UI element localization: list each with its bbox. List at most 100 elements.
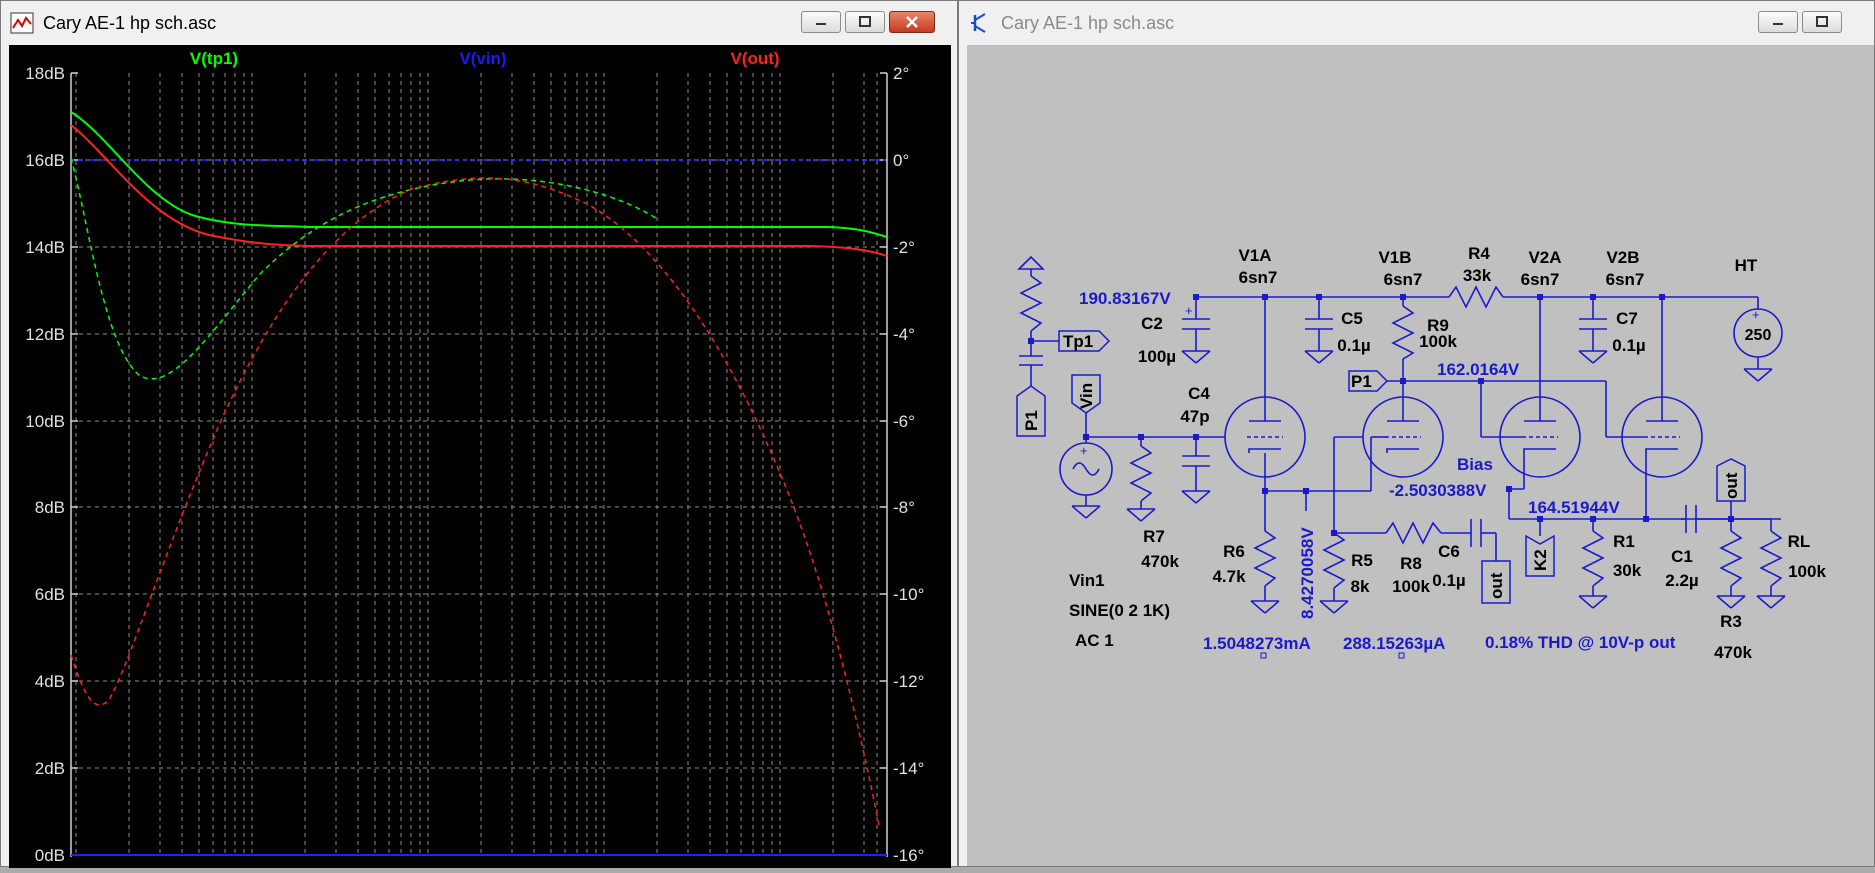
c6-value: 0.1µ bbox=[1432, 571, 1465, 590]
bias-label: Bias bbox=[1457, 455, 1493, 474]
trace-tp1-phase bbox=[70, 157, 660, 380]
vin1-sine: SINE(0 2 1K) bbox=[1069, 601, 1170, 620]
r8-label: R8 bbox=[1400, 554, 1422, 573]
right-tick-label: -8° bbox=[893, 498, 915, 517]
p1-vertical-label: P1 bbox=[1022, 410, 1041, 431]
minimize-button[interactable] bbox=[801, 11, 841, 33]
plot-window-titlebar[interactable]: Cary AE-1 hp sch.asc bbox=[1, 1, 957, 45]
svg-text:+: + bbox=[1185, 303, 1193, 318]
v2b-type: 6sn7 bbox=[1606, 270, 1645, 289]
c5-label: C5 bbox=[1341, 309, 1363, 328]
v2b-label: V2B bbox=[1606, 248, 1639, 267]
c1-label: C1 bbox=[1671, 547, 1693, 566]
trace-out-phase bbox=[70, 177, 880, 826]
r9-label: R9 bbox=[1427, 316, 1449, 335]
right-tick-label: 2° bbox=[893, 64, 909, 83]
v1b-label: V1B bbox=[1378, 248, 1411, 267]
schematic-window-titlebar[interactable]: Cary AE-1 hp sch.asc bbox=[959, 1, 1874, 45]
transistor-icon bbox=[967, 10, 993, 36]
c7-value: 0.1µ bbox=[1612, 336, 1645, 355]
waveform-icon bbox=[9, 10, 35, 36]
trace-label-vin[interactable]: V(vin) bbox=[459, 49, 506, 68]
ht-label: HT bbox=[1735, 256, 1758, 275]
right-tick-label: -6° bbox=[893, 412, 915, 431]
left-tick-label: 18dB bbox=[25, 64, 65, 83]
r8-value: 100k bbox=[1392, 577, 1430, 596]
rl-value: 100k bbox=[1788, 562, 1826, 581]
right-tick-label: -16° bbox=[893, 846, 924, 865]
v2a-label: V2A bbox=[1528, 248, 1561, 267]
vin1-label: Vin1 bbox=[1069, 571, 1105, 590]
plot-window[interactable]: Cary AE-1 hp sch.asc bbox=[0, 0, 958, 868]
r5-label: R5 bbox=[1351, 551, 1373, 570]
svg-text:+: + bbox=[1752, 307, 1760, 322]
left-tick-label: 2dB bbox=[35, 759, 65, 778]
waveform-plot[interactable]: 18dB 16dB 14dB 12dB 10dB 8dB 6dB 4dB 2dB… bbox=[9, 45, 951, 868]
left-tick-label: 14dB bbox=[25, 238, 65, 257]
v1b-type: 6sn7 bbox=[1384, 270, 1423, 289]
v2a-type: 6sn7 bbox=[1521, 270, 1560, 289]
right-tick-label: -10° bbox=[893, 585, 924, 604]
vin-net-tag[interactable] bbox=[1071, 374, 1101, 414]
left-tick-label: 6dB bbox=[35, 585, 65, 604]
tp1-net-tag[interactable] bbox=[1058, 330, 1111, 352]
maximize-button[interactable] bbox=[845, 11, 885, 33]
r6-value: 4.7k bbox=[1212, 567, 1246, 586]
r4-label: R4 bbox=[1468, 244, 1490, 263]
window-title: Cary AE-1 hp sch.asc bbox=[1001, 12, 1175, 33]
r7-label: R7 bbox=[1143, 527, 1165, 546]
r1-value: 30k bbox=[1613, 561, 1642, 580]
schematic-canvas[interactable]: Tp1 P1 P1 Vin out K2 out V1A 6sn7 V1B 6s… bbox=[967, 45, 1874, 866]
node-voltage-162: 162.0164V bbox=[1437, 360, 1520, 379]
rl-label: RL bbox=[1788, 532, 1811, 551]
p1-tag-label: P1 bbox=[1351, 372, 1372, 391]
trace-label-tp1[interactable]: V(tp1) bbox=[190, 49, 238, 68]
out-net-tag-bottom[interactable] bbox=[1481, 560, 1511, 604]
trace-tp1-magnitude bbox=[70, 111, 888, 238]
v1a-type: 6sn7 bbox=[1239, 268, 1278, 287]
node-voltage-8: 8.4270058V bbox=[1298, 527, 1317, 619]
out-tag-label-bottom: out bbox=[1487, 572, 1506, 599]
p1-net-tag[interactable] bbox=[1348, 370, 1389, 392]
svg-text:+: + bbox=[1080, 443, 1088, 458]
schematic-window[interactable]: Cary AE-1 hp sch.asc bbox=[958, 0, 1875, 867]
c5-value: 0.1µ bbox=[1337, 336, 1370, 355]
node-voltage-190: 190.83167V bbox=[1079, 289, 1171, 308]
right-tick-label: -14° bbox=[893, 759, 924, 778]
c7-label: C7 bbox=[1616, 309, 1638, 328]
out-net-tag-right[interactable] bbox=[1716, 458, 1746, 502]
c2-label: C2 bbox=[1141, 314, 1163, 333]
left-tick-label: 4dB bbox=[35, 672, 65, 691]
tp1-tag-label: Tp1 bbox=[1063, 332, 1093, 351]
minimize-button[interactable] bbox=[1758, 11, 1798, 33]
bode-plot-svg: 18dB 16dB 14dB 12dB 10dB 8dB 6dB 4dB 2dB… bbox=[25, 49, 924, 865]
window-title: Cary AE-1 hp sch.asc bbox=[43, 12, 217, 33]
left-tick-label: 8dB bbox=[35, 498, 65, 517]
vin-tag-label: Vin bbox=[1077, 383, 1096, 409]
vertical-grid bbox=[75, 73, 878, 853]
left-tick-label: 10dB bbox=[25, 412, 65, 431]
out-tag-label-right: out bbox=[1722, 472, 1741, 499]
p1-vertical-tag[interactable] bbox=[1016, 385, 1046, 437]
schematic-svg: Tp1 P1 P1 Vin out K2 out V1A 6sn7 V1B 6s… bbox=[1016, 244, 1826, 662]
trace-label-out[interactable]: V(out) bbox=[730, 49, 779, 68]
left-tick-label: 16dB bbox=[25, 151, 65, 170]
k2-net-tag[interactable] bbox=[1525, 534, 1555, 577]
k2-tag-label: K2 bbox=[1531, 549, 1550, 571]
c1-value: 2.2µ bbox=[1665, 571, 1698, 590]
maximize-button[interactable] bbox=[1802, 11, 1842, 33]
r7-value: 470k bbox=[1141, 552, 1179, 571]
vin1-ac: AC 1 bbox=[1075, 631, 1114, 650]
right-tick-label: 0° bbox=[893, 151, 909, 170]
r6-label: R6 bbox=[1223, 542, 1245, 561]
c2-value: 100µ bbox=[1138, 347, 1176, 366]
c6-label: C6 bbox=[1438, 542, 1460, 561]
horizontal-grid bbox=[71, 159, 887, 769]
close-button[interactable] bbox=[889, 11, 935, 33]
node-voltage-bias: -2.5030388V bbox=[1389, 481, 1487, 500]
ht-value: 250 bbox=[1745, 327, 1772, 344]
r3-label: R3 bbox=[1720, 612, 1742, 631]
current-v1b: 288.15263µA bbox=[1343, 634, 1445, 653]
v1a-label: V1A bbox=[1238, 246, 1271, 265]
thd-annotation: 0.18% THD @ 10V-p out bbox=[1485, 633, 1676, 652]
